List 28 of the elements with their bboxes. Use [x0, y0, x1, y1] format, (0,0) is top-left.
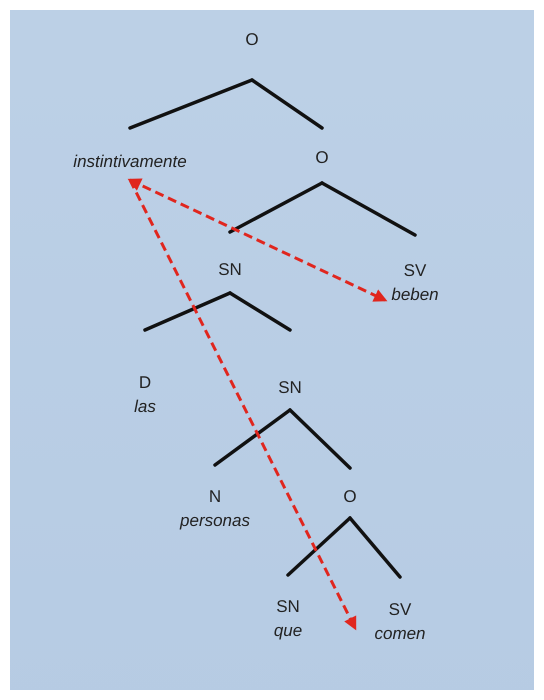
category-label: SV: [404, 260, 426, 282]
word-label: personas: [180, 510, 250, 532]
word-label: instintivamente: [73, 151, 187, 173]
category-label: N: [208, 486, 222, 508]
word-label: que: [274, 620, 302, 642]
category-label: SN: [276, 596, 300, 618]
category-label: SN: [278, 377, 302, 399]
tree-branch: [288, 408, 352, 470]
category-label: O: [245, 29, 259, 51]
word-label: las: [134, 396, 156, 418]
movement-arrow: [128, 178, 388, 302]
tree-branch: [213, 408, 292, 467]
tree-branch: [250, 78, 324, 130]
category-label: SN: [218, 259, 242, 281]
tree-branch: [228, 291, 292, 332]
word-label: comen: [374, 623, 426, 645]
tree-branch: [348, 516, 402, 579]
category-label: SV: [388, 599, 412, 621]
tree-branch: [143, 291, 232, 332]
category-label: D: [138, 372, 152, 394]
tree-branch: [320, 181, 417, 237]
category-label: O: [343, 486, 357, 508]
movement-arrow: [128, 179, 356, 630]
tree-branch: [228, 181, 324, 234]
word-label: beben: [391, 284, 439, 306]
tree-branch: [128, 78, 254, 130]
tree-branch: [286, 516, 352, 577]
category-label: O: [315, 147, 329, 169]
